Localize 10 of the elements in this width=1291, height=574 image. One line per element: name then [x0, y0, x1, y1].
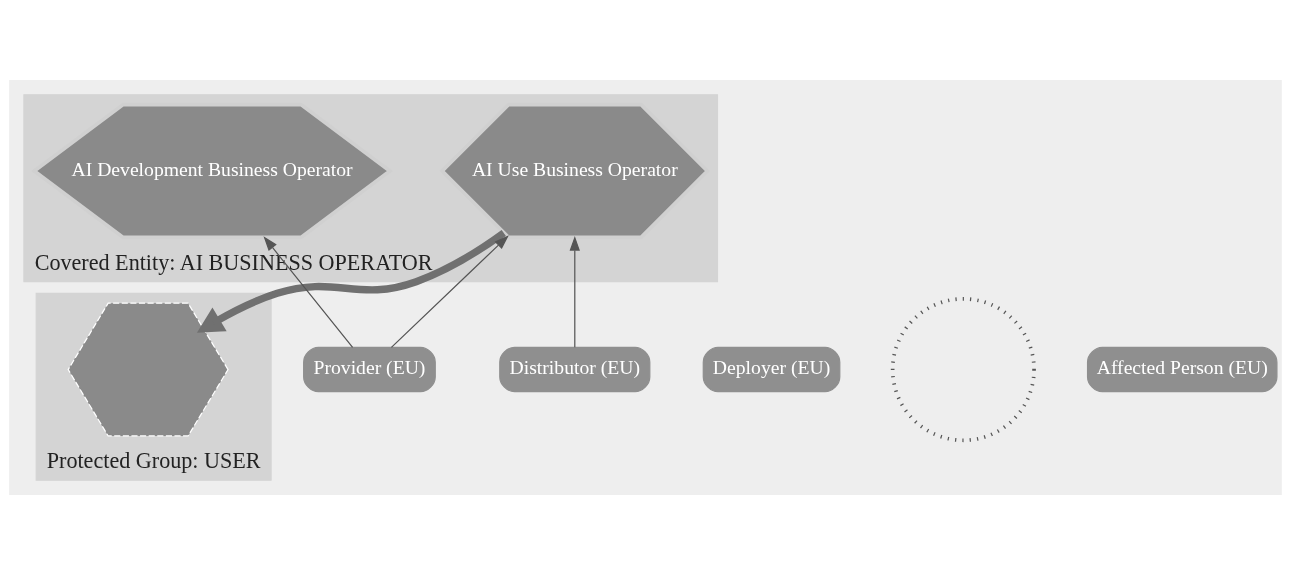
node-circle	[890, 296, 1036, 442]
node-box: Deployer (EU)	[702, 346, 841, 392]
node-box: Affected Person (EU)	[1086, 346, 1278, 392]
cluster: Protected Group: USER	[35, 292, 272, 481]
node-box: Distributor (EU)	[499, 346, 651, 392]
arrow	[196, 229, 506, 333]
arrow	[390, 234, 509, 348]
arrow	[569, 235, 580, 348]
arrow	[263, 235, 354, 348]
node-box: Provider (EU)	[303, 346, 436, 392]
